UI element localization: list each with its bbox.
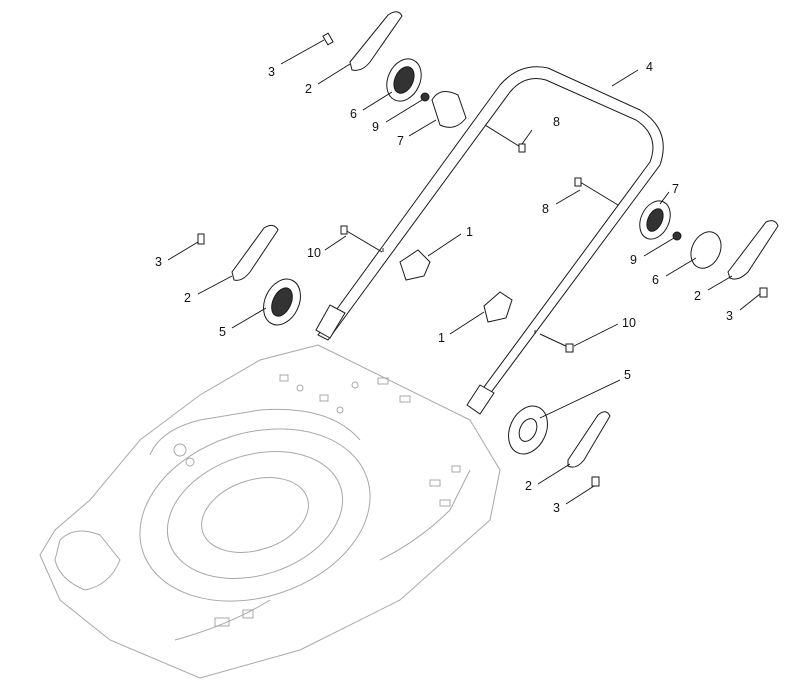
callout-knob: 6: [652, 273, 659, 287]
handle-assembly: [315, 66, 664, 415]
mid-right-bolt: [574, 177, 619, 206]
callout-bolt-long: 8: [553, 115, 560, 129]
middle-right-bracket: [483, 291, 574, 353]
callout-bracket: 7: [397, 134, 404, 148]
left-adjuster: [197, 224, 301, 326]
callout-height-bracket: 1: [466, 225, 473, 239]
callout-lever: 2: [305, 82, 312, 96]
callout-height-bracket: 1: [438, 331, 445, 345]
mower-deck: [39, 344, 501, 679]
callout-bolt: 3: [268, 65, 275, 79]
callout-bolt-long: 8: [542, 202, 549, 216]
callout-lever: 2: [184, 291, 191, 305]
callout-lever: 2: [525, 479, 532, 493]
callout-washer: 9: [630, 253, 637, 267]
upper-left-adjuster: [322, 11, 467, 128]
callout-bolt: 3: [553, 501, 560, 515]
callout-bracket: 7: [672, 182, 679, 196]
right-adjuster: [639, 200, 779, 298]
callout-washer: 9: [372, 120, 379, 134]
callout-wheel-knob: 5: [219, 325, 226, 339]
callout-wheel-knob: 5: [624, 368, 631, 382]
callout-bolt-10: 10: [622, 316, 636, 330]
middle-left-bracket: [340, 225, 431, 281]
callout-bolt: 3: [726, 309, 733, 323]
callout-bolt-10: 10: [307, 246, 321, 260]
callout-knob: 6: [350, 107, 357, 121]
callout-handle: 4: [646, 60, 653, 74]
leader-lines: [167, 39, 761, 505]
upper-bolt-right: [484, 124, 526, 153]
callout-bolt: 3: [155, 255, 162, 269]
callout-labels: 3 2 6 9 7 8 4 8 7 9 6 2 3 10 1 3 2 5 1 1…: [155, 60, 733, 515]
lower-right-adjuster: [508, 405, 611, 487]
callout-lever: 2: [694, 289, 701, 303]
